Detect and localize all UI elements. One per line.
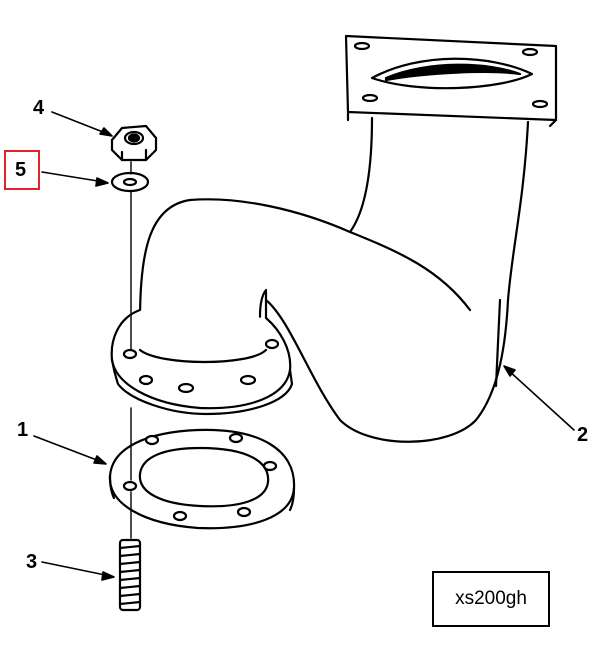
callout-number-5: 5	[15, 159, 27, 181]
reference-code-box: xs200gh	[432, 571, 550, 627]
leader-washer	[42, 172, 108, 186]
flat-washer	[112, 173, 148, 191]
elbow-pipe-body	[140, 112, 556, 442]
leader-elbow	[504, 366, 574, 430]
callout-highlight-box	[4, 150, 40, 190]
gasket	[110, 430, 294, 528]
rectangular-outlet-flange	[346, 36, 556, 120]
leader-gasket	[34, 436, 106, 464]
callout-number-1: 1	[17, 419, 29, 441]
round-inlet-flange	[112, 310, 292, 414]
leader-lines	[34, 112, 574, 580]
leader-stud	[42, 562, 114, 580]
hex-nut	[112, 126, 156, 160]
callout-number-3: 3	[26, 551, 38, 573]
callout-number-4: 4	[33, 97, 45, 119]
leader-nut	[52, 112, 112, 136]
threaded-stud	[120, 540, 140, 610]
callout-number-2: 2	[577, 424, 589, 446]
